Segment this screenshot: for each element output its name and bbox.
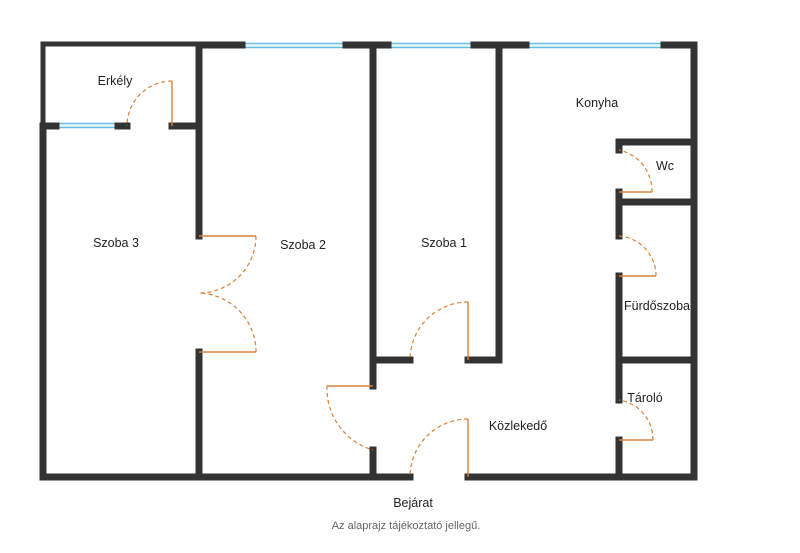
door-szoba1 [409, 301, 469, 361]
door-szoba3-szoba2 [198, 235, 257, 353]
window-erkely [56, 122, 118, 129]
door-wc [618, 149, 653, 193]
room-label-konyha: Konyha [576, 96, 618, 110]
door-szoba2-corridor [326, 385, 374, 451]
disclaimer-note: Az alaprajz tájékoztató jellegű. [332, 520, 481, 532]
door-furdoszoba [618, 235, 657, 277]
doors [126, 80, 657, 478]
room-label-kozlekedo: Közlekedő [489, 419, 547, 433]
room-label-erkely: Erkély [98, 74, 133, 88]
window-top-szoba2 [242, 42, 346, 49]
room-label-furdoszoba: Fürdőszoba [624, 299, 690, 313]
room-label-szoba3: Szoba 3 [93, 236, 139, 250]
window-top-szoba1 [388, 42, 474, 49]
windows [56, 42, 664, 129]
door-tarolo [618, 399, 654, 441]
entrance-label: Bejárat [393, 496, 433, 510]
door-erkely [126, 80, 173, 127]
room-label-wc: Wc [656, 159, 674, 173]
walls [39, 41, 698, 481]
room-label-szoba2: Szoba 2 [280, 238, 326, 252]
room-labels: Erkély Szoba 3 Szoba 2 Szoba 1 Konyha Wc… [93, 74, 690, 433]
room-label-tarolo: Tároló [627, 391, 662, 405]
door-entrance [409, 418, 469, 478]
window-top-konyha [526, 42, 664, 49]
room-label-szoba1: Szoba 1 [421, 236, 467, 250]
